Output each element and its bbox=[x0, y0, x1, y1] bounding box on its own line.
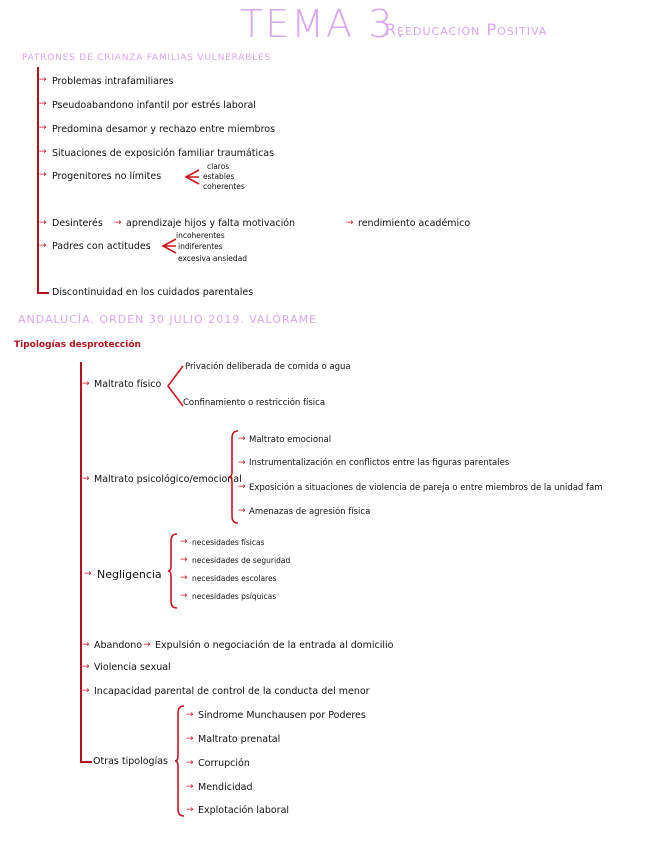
section-heading-andalucia: Andalucía. Orden 30 julio 2019. Valórame bbox=[18, 313, 318, 326]
brace-icon bbox=[228, 430, 239, 524]
sub-item: Corrupción bbox=[198, 758, 250, 769]
type-item: Abandono bbox=[94, 640, 143, 651]
corner-arrow-icon bbox=[80, 756, 92, 763]
type-item: Otras tipologías bbox=[93, 756, 168, 767]
arrow-icon: → bbox=[39, 75, 47, 85]
arrow-icon: → bbox=[39, 218, 47, 228]
chain-item: Expulsión o negociación de la entrada al… bbox=[155, 640, 394, 651]
sub-item: necesidades físicas bbox=[192, 538, 265, 547]
type-item: Violencia sexual bbox=[94, 662, 171, 673]
arrow-icon: → bbox=[238, 458, 246, 468]
arrow-icon: → bbox=[82, 474, 90, 484]
arrow-icon: → bbox=[143, 640, 151, 650]
sub-item: necesidades de seguridad bbox=[192, 556, 291, 565]
corner-arrow-icon bbox=[37, 288, 49, 294]
branch-icon bbox=[167, 365, 184, 407]
list-item: Discontinuidad en los cuidados parentale… bbox=[52, 287, 254, 298]
subsection-tipologias: Tipologías desprotección bbox=[14, 340, 141, 350]
arrow-icon: → bbox=[238, 434, 246, 444]
arrow-icon: → bbox=[39, 241, 47, 251]
sub-item: Amenazas de agresión física bbox=[249, 507, 371, 517]
sub-item: claros bbox=[207, 162, 230, 171]
sub-item: Privación deliberada de comida o agua bbox=[185, 362, 351, 372]
arrow-icon: → bbox=[180, 573, 188, 583]
arrow-icon: → bbox=[186, 758, 194, 768]
sub-item: excesiva ansiedad bbox=[178, 254, 248, 263]
list-item: Desinterés bbox=[52, 218, 103, 229]
arrow-icon: → bbox=[238, 482, 246, 492]
list-item: Predomina desamor y rechazo entre miembr… bbox=[52, 124, 276, 135]
branch-icon bbox=[161, 238, 177, 254]
sub-item: Mendicidad bbox=[198, 782, 253, 793]
arrow-icon: → bbox=[186, 734, 194, 744]
section1-timeline-line bbox=[37, 67, 39, 293]
arrow-icon: → bbox=[186, 805, 194, 815]
arrow-icon: → bbox=[82, 379, 90, 389]
arrow-icon: → bbox=[39, 170, 47, 180]
brace-icon bbox=[167, 533, 178, 609]
arrow-icon: → bbox=[180, 591, 188, 601]
arrow-icon: → bbox=[186, 710, 194, 720]
arrow-icon: → bbox=[39, 123, 47, 133]
type-item: Incapacidad parental de control de la co… bbox=[94, 686, 370, 697]
sub-item: estables bbox=[203, 172, 235, 181]
arrow-icon: → bbox=[238, 506, 246, 516]
arrow-icon: → bbox=[84, 569, 92, 579]
list-item: Pseudoabandono infantil por estrés labor… bbox=[52, 100, 256, 111]
list-item: Situaciones de exposición familiar traum… bbox=[52, 148, 275, 159]
arrow-icon: → bbox=[82, 640, 90, 650]
sub-item: Maltrato prenatal bbox=[198, 734, 281, 745]
section-heading-patrones: Patrones de crianza familias vulnerables bbox=[22, 53, 272, 63]
sub-item: Exposición a situaciones de violencia de… bbox=[249, 483, 603, 493]
sub-item: necesidades escolares bbox=[192, 574, 277, 583]
sub-item: Maltrato emocional bbox=[249, 435, 332, 445]
sub-item: incoherentes bbox=[176, 231, 225, 240]
sub-item: coherentes bbox=[203, 182, 245, 191]
brace-icon bbox=[174, 705, 185, 817]
sub-item: indiferentes bbox=[178, 242, 223, 251]
page-subtitle: Reeducación Positiva bbox=[385, 20, 548, 39]
sub-item: necesidades psíquicas bbox=[192, 592, 277, 601]
sub-item: Confinamiento o restricción física bbox=[183, 398, 326, 408]
sub-item: Instrumentalización en conflictos entre … bbox=[249, 458, 510, 468]
section2-timeline-line bbox=[80, 362, 82, 762]
list-item: Problemas intrafamiliares bbox=[52, 76, 174, 87]
arrow-icon: → bbox=[186, 782, 194, 792]
list-item: Padres con actitudes bbox=[52, 241, 151, 252]
arrow-icon: → bbox=[180, 537, 188, 547]
arrow-icon: → bbox=[82, 662, 90, 672]
arrow-icon: → bbox=[180, 555, 188, 565]
sub-item: Síndrome Munchausen por Poderes bbox=[198, 710, 366, 721]
chain-item: aprendizaje hijos y falta motivación bbox=[126, 218, 296, 229]
arrow-icon: → bbox=[39, 147, 47, 157]
sub-item: Explotación laboral bbox=[198, 805, 290, 816]
type-item: Negligencia bbox=[97, 568, 162, 581]
list-item: Progenitores no límites bbox=[52, 171, 162, 182]
branch-icon bbox=[184, 169, 200, 185]
type-item: Maltrato físico bbox=[94, 379, 162, 390]
page-title: TEMA 3. bbox=[240, 2, 409, 46]
arrow-icon: → bbox=[39, 99, 47, 109]
arrow-icon: → bbox=[346, 218, 354, 228]
arrow-icon: → bbox=[114, 218, 122, 228]
chain-item: rendimiento académico bbox=[358, 218, 471, 229]
type-item: Maltrato psicológico/emocional bbox=[94, 474, 242, 485]
arrow-icon: → bbox=[82, 686, 90, 696]
